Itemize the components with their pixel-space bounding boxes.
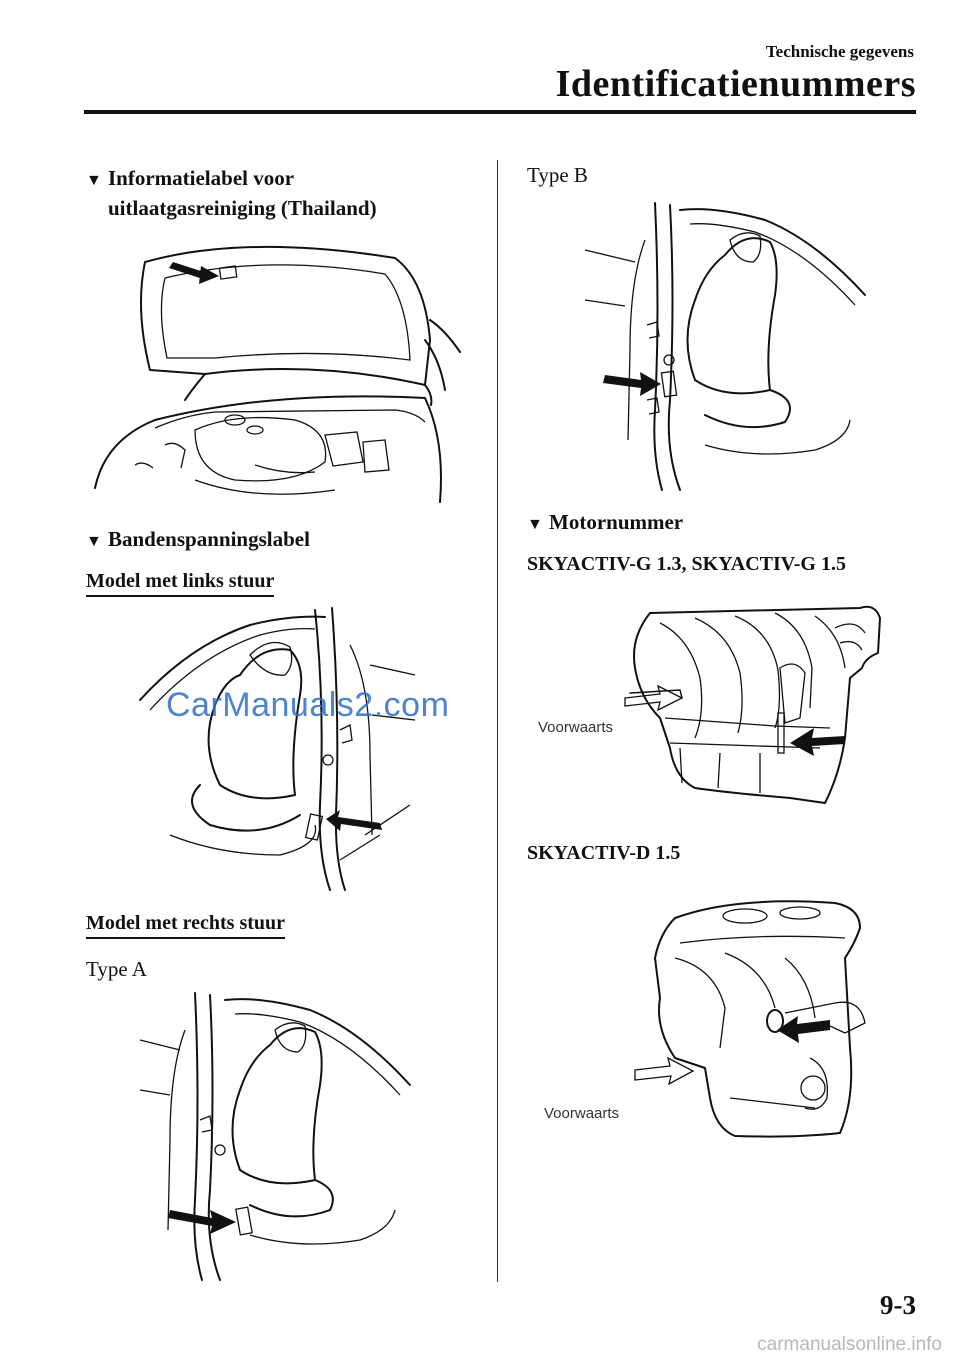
triangle-down-icon: ▼ <box>86 533 102 550</box>
subheading-text: Model met links stuur <box>86 570 275 597</box>
heading-text: Motornummer <box>549 510 684 534</box>
triangle-down-icon: ▼ <box>86 172 102 189</box>
engine-g-illustration <box>624 605 881 804</box>
forward-label-1: Voorwaarts <box>538 719 614 736</box>
type-a-label: Type A <box>86 957 147 981</box>
rhd-type-b-illustration <box>584 202 866 491</box>
hood-illustration <box>94 245 461 503</box>
heading-emission-label: ▼ Informatielabel voor uitlaatgasreinigin… <box>86 163 486 223</box>
subheading-text: Model met rechts stuur <box>86 912 286 939</box>
section-label: Technische gegevens <box>765 42 914 61</box>
subheading-lhd: Model met links stuur <box>86 570 275 597</box>
engine-g-label: SKYACTIV-G 1.3, SKYACTIV-G 1.5 <box>527 553 846 575</box>
column-divider <box>497 160 498 1282</box>
page-title: Identificatienummers <box>555 63 916 105</box>
triangle-down-icon: ▼ <box>527 516 543 533</box>
heading-engine-number: ▼ Motornummer <box>527 507 683 540</box>
type-b-label: Type B <box>527 163 588 187</box>
engine-d-label: SKYACTIV-D 1.5 <box>527 842 681 864</box>
subheading-rhd: Model met rechts stuur <box>86 912 286 939</box>
forward-label-2: Voorwaarts <box>544 1105 620 1122</box>
lhd-door-illustration <box>139 607 416 891</box>
page-number: 9-3 <box>880 1290 916 1320</box>
footer-watermark: carmanualsonline.info <box>757 1334 942 1355</box>
heading-tire-label: ▼ Bandenspanningslabel <box>86 524 310 557</box>
rhd-type-a-illustration <box>139 992 411 1281</box>
heading-text: Informatielabel voor uitlaatgasreiniging… <box>108 166 377 220</box>
header-rule <box>84 110 916 114</box>
engine-d-illustration <box>634 900 866 1138</box>
heading-text: Bandenspanningslabel <box>108 527 310 551</box>
watermark-logo: CarManuals2.com <box>166 686 450 724</box>
